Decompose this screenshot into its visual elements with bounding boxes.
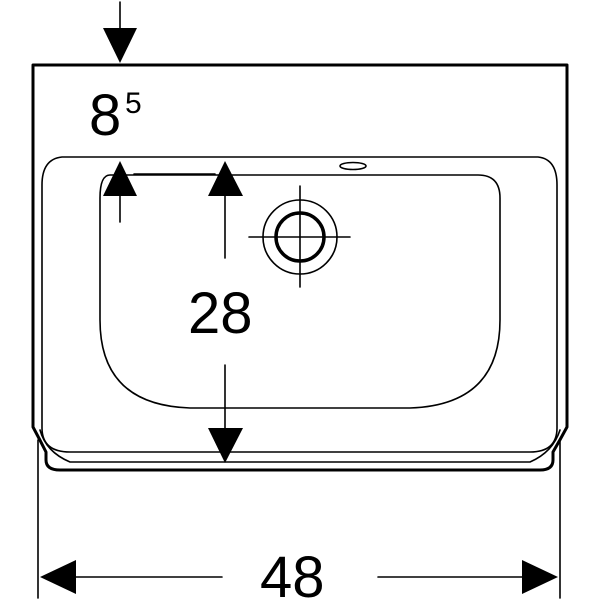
depth-from-edge-arrow: [103, 161, 137, 196]
top-arrow-head: [103, 28, 137, 63]
overflow-slot: [339, 161, 367, 171]
drain: [248, 185, 351, 288]
basin-outer-outline: [31, 63, 569, 472]
bowl-depth-bottom-arrow: [208, 428, 243, 463]
depth-from-edge-dimension: 8 5: [89, 83, 216, 223]
bowl-depth-value: 28: [188, 281, 253, 346]
width-arrow-left: [40, 560, 76, 594]
basin-front-rim: [39, 429, 561, 463]
overall-width-value: 48: [260, 545, 325, 600]
depth-from-edge-value: 8: [89, 83, 121, 148]
bowl-depth-top-arrow: [208, 161, 243, 196]
bowl-depth-dimension: 28: [188, 161, 253, 463]
depth-from-edge-superscript: 5: [125, 87, 142, 120]
width-arrow-right: [522, 560, 558, 594]
bowl-outer-contour: [41, 156, 558, 453]
top-edge-arrow: [103, 1, 137, 63]
overall-width-dimension: 48: [37, 439, 561, 600]
bowl-inner-contour: [99, 174, 501, 409]
